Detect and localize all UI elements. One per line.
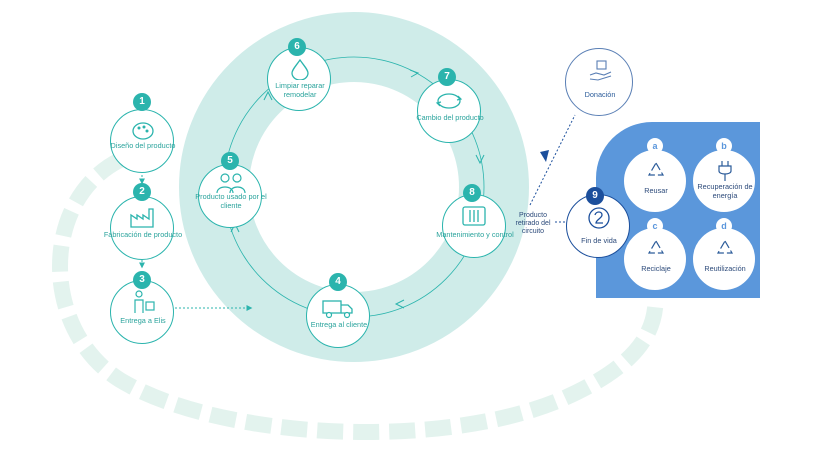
plug-icon bbox=[716, 159, 734, 183]
step-7-node[interactable]: Cambio del producto bbox=[416, 79, 484, 143]
step-4-node[interactable]: Entrega al cliente bbox=[306, 284, 370, 348]
step-8-label: Mantenimiento y control bbox=[436, 230, 514, 239]
step-2-node[interactable]: Fabricación de producto bbox=[104, 196, 182, 260]
rack-icon bbox=[461, 205, 487, 227]
palette-icon bbox=[131, 120, 155, 142]
eol-reuse-node[interactable]: Reusar bbox=[624, 150, 686, 212]
eol-c-badge: c bbox=[647, 218, 663, 234]
truck-icon bbox=[321, 297, 355, 319]
delivery-worker-icon bbox=[129, 289, 157, 315]
step-6-label: Limpiar reparar remodelar bbox=[275, 81, 325, 99]
factory-icon bbox=[129, 207, 157, 229]
donation-label: Donación bbox=[584, 90, 616, 99]
eol-d-badge: d bbox=[716, 218, 732, 234]
step-9-badge: 9 bbox=[586, 187, 604, 205]
eol-reutilization-node[interactable]: Reutilización bbox=[693, 228, 755, 290]
eol-energy-label: Recuperación de energía bbox=[697, 182, 753, 200]
step-4-badge: 4 bbox=[329, 273, 347, 291]
cycle-arrows-icon bbox=[434, 90, 464, 112]
eol-recycling-label: Reciclaje bbox=[641, 264, 671, 273]
recycle-icon bbox=[644, 239, 668, 261]
step-1-node[interactable]: Diseño del producto bbox=[110, 109, 175, 173]
eol-reutilization-label: Reutilización bbox=[704, 264, 746, 273]
recycle-icon bbox=[644, 161, 668, 183]
hand-box-icon bbox=[588, 59, 614, 83]
step-8-node[interactable]: Mantenimiento y control bbox=[436, 194, 514, 258]
step-6-badge: 6 bbox=[288, 38, 306, 56]
step-1-label: Diseño del producto bbox=[110, 141, 176, 150]
water-drop-icon bbox=[289, 58, 311, 80]
eol-energy-node[interactable]: Recuperación de energía bbox=[693, 150, 755, 212]
step-5-badge: 5 bbox=[221, 152, 239, 170]
step-2-label: Fabricación de producto bbox=[103, 230, 183, 239]
eol-recycling-node[interactable]: Reciclaje bbox=[624, 228, 686, 290]
step-7-badge: 7 bbox=[438, 68, 456, 86]
eol-b-badge: b bbox=[716, 138, 732, 154]
eol-a-badge: a bbox=[647, 138, 663, 154]
step-6-node[interactable]: Limpiar reparar remodelar bbox=[267, 47, 331, 111]
step-1-badge: 1 bbox=[133, 93, 151, 111]
step-3-node[interactable]: Entrega a Elis bbox=[110, 280, 174, 344]
step-4-label: Entrega al cliente bbox=[310, 320, 368, 329]
return-arrow-path bbox=[52, 152, 664, 440]
step-7-label: Cambio del producto bbox=[416, 113, 484, 122]
step-9-label: Fin de vida bbox=[581, 236, 617, 245]
withdrawn-label: Producto retirado del circuito bbox=[515, 212, 551, 235]
donation-node[interactable]: Donación bbox=[565, 48, 633, 116]
step-2-badge: 2 bbox=[133, 183, 151, 201]
step-8-badge: 8 bbox=[463, 184, 481, 202]
step-3-badge: 3 bbox=[133, 271, 151, 289]
step-5-label: Producto usado por el cliente bbox=[195, 192, 267, 210]
step-5-node[interactable]: Producto usado por el cliente bbox=[195, 164, 267, 228]
eol-reuse-label: Reusar bbox=[644, 186, 668, 195]
recycle-icon bbox=[713, 239, 737, 261]
recycle-circle-icon bbox=[586, 205, 612, 231]
step-9-node[interactable]: Fin de vida bbox=[566, 194, 630, 258]
people-icon bbox=[214, 171, 248, 195]
step-3-label: Entrega a Elis bbox=[120, 316, 166, 325]
